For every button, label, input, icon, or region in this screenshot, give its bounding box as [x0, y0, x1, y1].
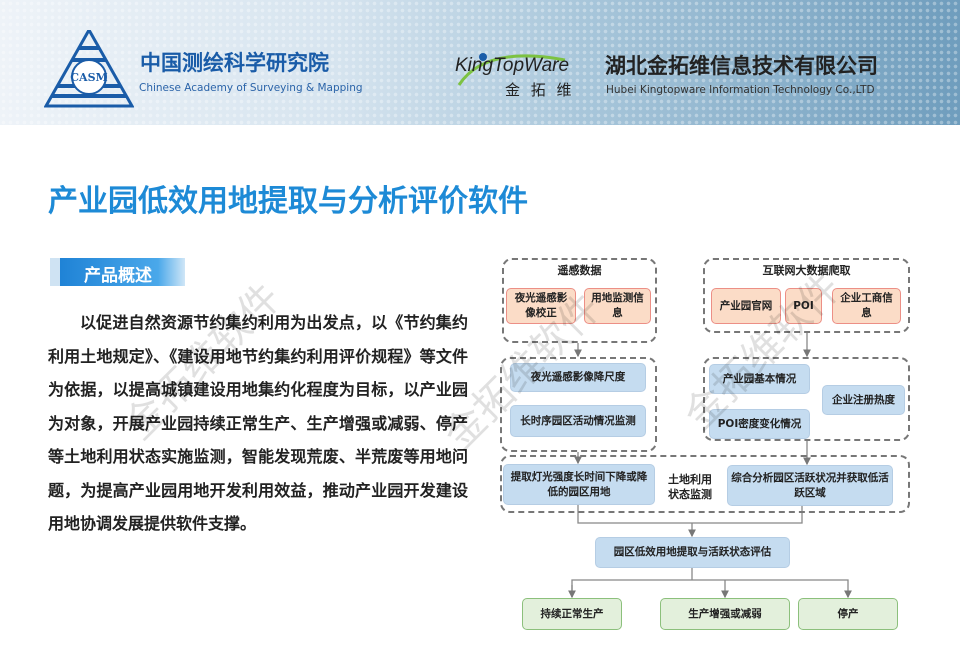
night-light-correction-box: 夜光遥感影像校正	[506, 288, 576, 324]
kingtopware-swoosh-icon	[457, 53, 566, 86]
svg-text:CASM: CASM	[70, 71, 107, 84]
enterprise-info-box: 企业工商信息	[832, 288, 901, 324]
enterprise-registration-box: 企业注册热度	[822, 385, 905, 415]
park-website-box: 产业园官网	[711, 288, 781, 324]
remote-processing-group	[500, 357, 657, 452]
land-monitor-info-box: 用地监测信息	[584, 288, 651, 324]
result-normal-production: 持续正常生产	[522, 598, 622, 630]
activity-monitoring-box: 长时序园区活动情况监测	[510, 405, 646, 437]
internet-data-group	[703, 258, 910, 333]
logo2-text-en: KingTopWare	[455, 55, 570, 76]
result-increase-decrease: 生产增强或减弱	[660, 598, 790, 630]
remote-sensing-group	[502, 258, 657, 343]
overview-paragraph: 以促进自然资源节约集约利用为出发点，以《节约集约利用土地规定》、《建设用地节约集…	[48, 313, 468, 533]
evaluation-box: 园区低效用地提取与活跃状态评估	[595, 537, 790, 568]
header-banner: CASM 中国测绘科学研究院 Chinese Academy of Survey…	[0, 0, 960, 125]
org2-name-en: Hubei Kingtopware Information Technology…	[606, 84, 875, 96]
casm-logo-icon: CASM	[44, 30, 134, 108]
org1-name-en: Chinese Academy of Surveying & Mapping	[139, 82, 363, 94]
org2-name-cn: 湖北金拓维信息技术有限公司	[605, 54, 878, 78]
poi-box: POI	[785, 288, 822, 324]
light-decline-extraction-box: 提取灯光强度长时间下降或降低的园区用地	[503, 464, 655, 505]
result-stopped: 停产	[798, 598, 898, 630]
internet-data-title: 互联网大数据爬取	[762, 264, 851, 277]
page-title: 产业园低效用地提取与分析评价软件	[48, 184, 528, 219]
poi-density-box: POI密度变化情况	[709, 409, 810, 439]
low-activity-analysis-box: 综合分析园区活跃状况并获取低活跃区域	[727, 465, 893, 506]
internet-processing-group	[703, 357, 910, 441]
section-tag: 产品概述	[50, 258, 185, 286]
world-map-dots	[0, 0, 960, 125]
org1-name-cn: 中国测绘科学研究院	[140, 51, 329, 75]
remote-sensing-title: 遥感数据	[557, 264, 602, 277]
logo2-text-cn: 金 拓 维	[505, 81, 575, 99]
land-use-monitoring-label: 土地利用状态监测	[668, 473, 712, 501]
land-use-monitoring-group	[500, 455, 910, 513]
park-basic-info-box: 产业园基本情况	[709, 364, 810, 394]
downscaling-box: 夜光遥感影像降尺度	[510, 363, 646, 392]
